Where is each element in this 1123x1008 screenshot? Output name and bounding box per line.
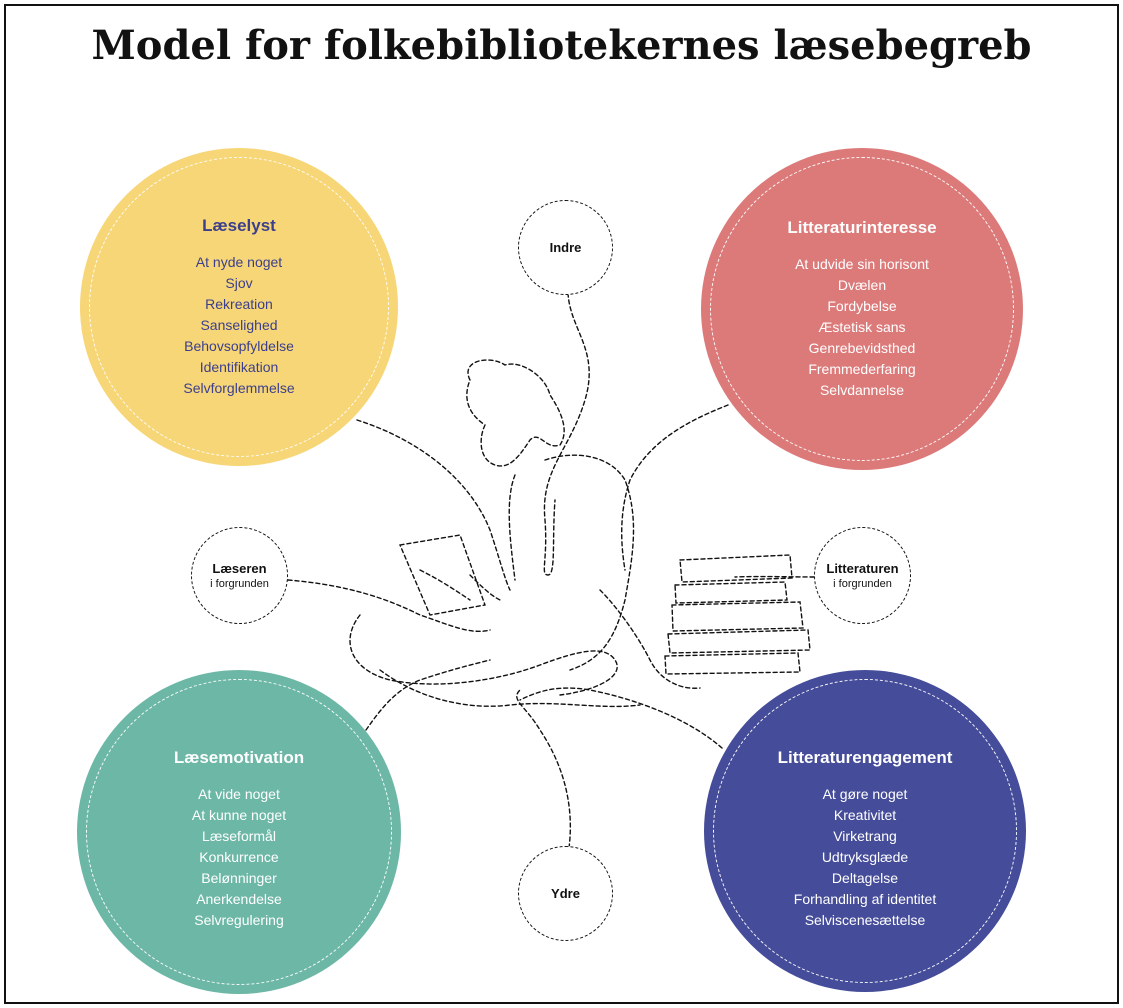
list-item: At udvide sin horisont bbox=[795, 256, 929, 272]
page-title: Model for folkebibliotekernes læsebegreb bbox=[91, 22, 1032, 69]
circle-laesemotivation: Læsemotivation At vide noget At kunne no… bbox=[77, 670, 401, 994]
list-item: Sjov bbox=[225, 275, 253, 291]
list-item: Fordybelse bbox=[827, 298, 897, 314]
circle-dashed-ring bbox=[710, 157, 1014, 461]
circle-litteraturengagement: Litteraturengagement At gøre noget Kreat… bbox=[704, 670, 1026, 992]
list-item: Selvdannelse bbox=[819, 382, 905, 398]
node-ydre-label: Ydre bbox=[551, 886, 580, 901]
litteraturengagement-list: At gøre noget Kreativitet Virketrang Udt… bbox=[704, 784, 1026, 931]
litteraturengagement-connector bbox=[519, 687, 723, 749]
list-item: Selvforglemmelse bbox=[183, 380, 295, 396]
list-item: Konkurrence bbox=[199, 849, 279, 865]
list-item: Genrebevidsthed bbox=[808, 340, 916, 356]
list-item: At kunne noget bbox=[191, 807, 287, 823]
node-litteraturen-sub: i forgrunden bbox=[833, 578, 892, 590]
litteraturengagement-heading: Litteraturengagement bbox=[777, 748, 953, 767]
litteraturinteresse-list: At udvide sin horisont Dvælen Fordybelse… bbox=[701, 254, 1023, 401]
list-item: Behovsopfyldelse bbox=[184, 338, 294, 354]
list-item: Fremmederfaring bbox=[808, 361, 916, 377]
laeselyst-heading: Læselyst bbox=[202, 216, 276, 235]
list-item: Selviscenesættelse bbox=[804, 912, 926, 928]
list-item: Rekreation bbox=[205, 296, 273, 312]
list-item: Dvælen bbox=[837, 277, 887, 293]
laeseren-connector bbox=[287, 579, 491, 632]
laesemotivation-list: At vide noget At kunne noget Læseformål … bbox=[77, 784, 401, 931]
list-item: Udtryksglæde bbox=[821, 849, 909, 865]
list-item: Kreativitet bbox=[833, 807, 897, 823]
list-item: Forhandling af identitet bbox=[793, 891, 937, 907]
indre-connector bbox=[543, 292, 590, 576]
list-item: Identifikation bbox=[199, 359, 279, 375]
laesemotivation-heading: Læsemotivation bbox=[173, 748, 305, 767]
node-laeseren-sub: i forgrunden bbox=[210, 578, 269, 590]
list-item: Sanselighed bbox=[200, 317, 278, 333]
list-item: At nyde noget bbox=[195, 254, 283, 270]
list-item: Virketrang bbox=[833, 828, 897, 844]
node-litteraturen: Litteraturen i forgrunden bbox=[814, 527, 911, 624]
list-item: Selvregulering bbox=[194, 912, 284, 928]
circle-dashed-ring bbox=[89, 157, 389, 457]
circle-dashed-ring bbox=[86, 679, 392, 985]
node-indre: Indre bbox=[518, 200, 613, 295]
list-item: Belønninger bbox=[201, 870, 277, 886]
laeselyst-list: At nyde noget Sjov Rekreation Sanselighe… bbox=[80, 252, 398, 399]
node-laeseren-label: Læseren bbox=[212, 561, 267, 576]
laesemotivation-connector bbox=[365, 659, 491, 731]
list-item: At vide noget bbox=[198, 786, 280, 802]
node-indre-label: Indre bbox=[549, 240, 582, 255]
litteraturinteresse-connector bbox=[621, 404, 729, 571]
ydre-connector bbox=[516, 689, 572, 849]
circle-litteraturinteresse: Litteraturinteresse At udvide sin horiso… bbox=[701, 148, 1023, 470]
node-ydre: Ydre bbox=[518, 846, 613, 941]
laeselyst-connector bbox=[356, 419, 511, 591]
list-item: At gøre noget bbox=[822, 786, 908, 802]
circle-dashed-ring bbox=[713, 679, 1017, 983]
list-item: Æstetisk sans bbox=[818, 319, 906, 335]
list-item: Anerkendelse bbox=[196, 891, 282, 907]
list-item: Læseformål bbox=[202, 828, 276, 844]
litteraturinteresse-heading: Litteraturinteresse bbox=[787, 218, 937, 237]
node-laeseren: Læseren i forgrunden bbox=[191, 527, 288, 624]
circle-laeselyst: Læselyst At nyde noget Sjov Rekreation S… bbox=[80, 148, 398, 466]
list-item: Deltagelse bbox=[831, 870, 899, 886]
node-litteraturen-label: Litteraturen bbox=[826, 561, 899, 576]
